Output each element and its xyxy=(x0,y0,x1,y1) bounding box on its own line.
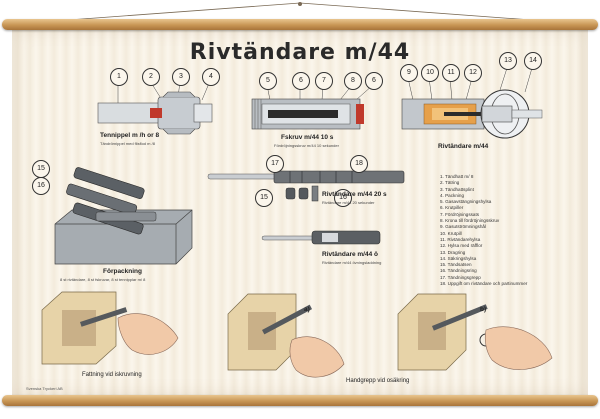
fskruv-drawing xyxy=(251,98,364,130)
callout-5: 5 xyxy=(259,72,277,90)
poster-title: Rivtändare m/44 xyxy=(189,40,411,65)
callout-8: 8 xyxy=(344,72,362,90)
callout-15b: 15 xyxy=(255,189,273,207)
legend-item: 12. Hylsa med räfflor xyxy=(440,243,483,249)
tennippel-drawing xyxy=(97,91,213,135)
callout-15: 15 xyxy=(32,160,50,178)
legend-item: 3. Tändhattsplint xyxy=(440,186,474,192)
callout-7: 7 xyxy=(315,72,333,90)
legend-item: 17. Tändningsgrepp xyxy=(440,274,481,280)
callout-9: 9 xyxy=(400,64,418,82)
caption-fattning: Fattning vid iskruvning xyxy=(82,372,142,378)
top-wooden-rod xyxy=(2,19,598,30)
caption-rivtandare-20s: Rivtändare m/44 20 s xyxy=(322,191,387,198)
callout-11: 11 xyxy=(442,64,460,82)
rivtandare-section-drawing xyxy=(401,89,543,139)
caption-handgrepp: Handgrepp vid osäkring xyxy=(346,378,410,384)
bottom-hand-illustrations xyxy=(41,291,553,378)
legend-item: 4. Packning xyxy=(440,192,465,198)
label-a: a) xyxy=(304,306,310,313)
legend-item: 13. Dragring xyxy=(440,249,466,255)
callout-10: 10 xyxy=(421,64,439,82)
callout-17: 17 xyxy=(266,155,284,173)
caption-tennippel-sub: Tändrörnippel med flisflod m /8 xyxy=(100,141,155,146)
callout-4: 4 xyxy=(202,68,220,86)
caption-rivtandare-top: Rivtändare m/44 xyxy=(438,143,489,150)
legend-item: 5. Gasavstängningshylsa xyxy=(440,199,492,205)
caption-fskruv: Fskruv m/44 10 s xyxy=(281,134,334,141)
legend-item: 11. Rivtändarehylsa xyxy=(440,236,481,242)
legend-item: 1. Tändhatt m/ 8 xyxy=(440,174,474,179)
legend-item: 10. Krutpill xyxy=(440,230,462,236)
caption-fskruv-sub: Fördröjningsskruv m/44 10 sekunder xyxy=(274,143,339,148)
legend-item: 18. Uppgift om rivtändare och partinumme… xyxy=(440,281,528,287)
legend-item: 15. Tändsatsen xyxy=(440,262,472,268)
legend-item: 2. Tätring xyxy=(440,180,460,186)
bottom-wooden-rod xyxy=(2,395,598,406)
callout-13: 13 xyxy=(499,52,517,70)
callout-1: 1 xyxy=(110,68,128,86)
caption-rivtandare-o-sub: Rivtändare m/44 övningsladdning xyxy=(322,260,382,265)
legend-item: 8. Krona till fördröjningsskruv xyxy=(440,218,500,224)
hanging-string xyxy=(13,2,587,25)
parts-legend: 1. Tändhatt m/ 8 2. Tätring 3. Tändhatts… xyxy=(440,174,580,287)
callout-12: 12 xyxy=(464,64,482,82)
caption-rivtandare-o: Rivtändare m/44 ö xyxy=(322,251,378,258)
legend-item: 16. Tändningsring xyxy=(440,268,477,274)
packaging-drawing xyxy=(54,167,193,265)
caption-forpackning: Förpackning xyxy=(103,268,143,275)
rivtandare-20s-drawing xyxy=(207,170,405,202)
caption-tennippel: Tennippel m /h or 8 xyxy=(100,132,160,139)
callout-16b: 16 xyxy=(334,189,352,207)
callout-6: 6 xyxy=(292,72,310,90)
legend-item: 7. Fördröjningssats xyxy=(440,211,480,217)
callout-18: 18 xyxy=(350,155,368,173)
printer-mark: Svenska Tryckeri AB xyxy=(26,386,63,391)
legend-item: 9. Gasutströmningshål xyxy=(440,224,486,230)
label-b: b) xyxy=(480,306,487,313)
legend-item: 6. Krutpiller xyxy=(440,205,464,211)
caption-forpackning-sub: 8 st rivtändare, 8 st fskruvar, 8 st ten… xyxy=(60,277,146,282)
callout-2: 2 xyxy=(142,68,160,86)
callout-6b: 6 xyxy=(365,72,383,90)
callout-3: 3 xyxy=(172,68,190,86)
callout-16: 16 xyxy=(32,177,50,195)
rivtandare-o-drawing xyxy=(261,230,381,245)
legend-item: 14. Säkringshylsa xyxy=(440,255,477,261)
callout-14: 14 xyxy=(524,52,542,70)
caption-rivtandare-20s-sub: Rivtändare m/44 20 sekunder xyxy=(322,200,375,205)
